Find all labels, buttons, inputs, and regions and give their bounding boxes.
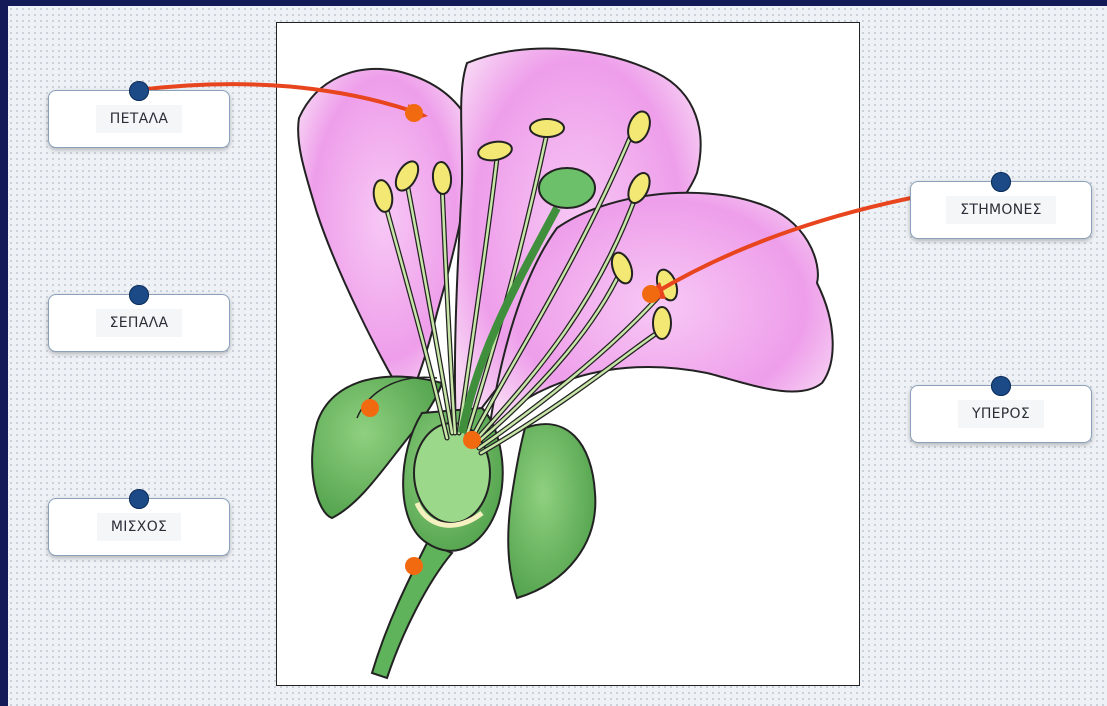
drop-point-sepals[interactable] [361, 399, 379, 417]
drop-point-petals[interactable] [405, 104, 423, 122]
label-card-stalk[interactable]: ΜΙΣΧΟΣ [48, 498, 230, 556]
label-card-petals[interactable]: ΠΕΤΑΛΑ [48, 90, 230, 148]
label-card-sepals[interactable]: ΣΕΠΑΛΑ [48, 294, 230, 352]
drop-point-pistil[interactable] [463, 431, 481, 449]
label-text-pistil: ΥΠΕΡΟΣ [958, 400, 1044, 428]
circle-handle-icon[interactable] [991, 172, 1011, 192]
label-text-sepals: ΣΕΠΑΛΑ [96, 309, 183, 337]
label-text-petals: ΠΕΤΑΛΑ [96, 105, 182, 133]
label-text-stamens: ΣΤΗΜΟΝΕΣ [946, 196, 1056, 224]
label-card-pistil[interactable]: ΥΠΕΡΟΣ [910, 385, 1092, 443]
drop-point-stamens[interactable] [642, 285, 660, 303]
label-text-stalk: ΜΙΣΧΟΣ [97, 513, 181, 541]
label-card-stamens[interactable]: ΣΤΗΜΟΝΕΣ [910, 181, 1092, 239]
drop-point-stalk[interactable] [405, 557, 423, 575]
circle-handle-icon[interactable] [129, 81, 149, 101]
circle-handle-icon[interactable] [991, 376, 1011, 396]
circle-handle-icon[interactable] [129, 489, 149, 509]
circle-handle-icon[interactable] [129, 285, 149, 305]
